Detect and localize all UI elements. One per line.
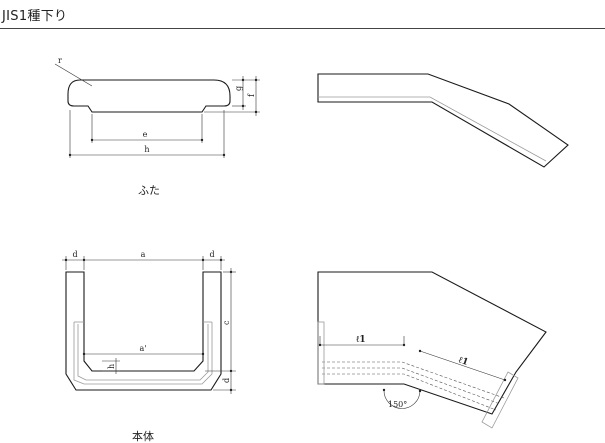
body-h-label: h [107,364,116,369]
body-top-tick-3 [201,258,205,262]
lid-h-tick-right [222,153,226,157]
body-d-side-label: d [222,378,231,383]
lid-section-view: r g f e h ふた [54,56,260,197]
body-plan-joint-left [317,321,325,385]
body-top-tick-4 [219,258,223,262]
header-rule [0,28,605,29]
body-a-prime-tick-left [82,352,86,356]
lid-e-tick-right [200,138,204,142]
body-l1b-tick-right [503,378,507,382]
body-top-tick-1 [64,258,68,262]
body-plan-view: ℓ1 ℓ1 150° [317,271,547,429]
body-section-view: d a d c d a' h 本体 [62,250,236,443]
body-right-tick-3 [229,388,233,392]
body-a-label: a [141,250,146,259]
lid-r-label: r [58,56,62,65]
body-plan-joint-right [481,371,519,429]
body-c-label: c [222,320,231,325]
body-a-prime-label: a' [140,344,147,353]
lid-e-label: e [143,130,148,139]
body-l1b-dimline [419,350,506,381]
lid-h-tick-left [68,153,72,157]
body-top-tick-2 [82,258,86,262]
body-a-prime-tick-right [201,352,205,356]
body-l1b-tick-left [418,349,422,353]
lid-f-tick-bottom [254,110,258,114]
lid-g-tick-top [241,78,245,82]
lid-plan-outline [317,73,569,168]
body-angle-tick-right [418,389,422,393]
lid-g-label: g [234,86,243,91]
lid-g-tick-bottom [241,104,245,108]
body-rebar-inner [77,324,209,381]
body-right-tick-1 [229,270,233,274]
body-l1-tick-left [318,343,322,347]
body-angle-tick-left [382,388,386,392]
body-section-outline [65,271,222,391]
lid-r-leader [54,63,93,87]
body-angle-label: 150° [388,400,407,409]
body-l1-tick-right [402,343,406,347]
body-rebar-outer [73,322,213,385]
lid-caption: ふた [138,184,160,197]
lid-h-label: h [144,145,149,154]
body-angle-arc [383,389,421,409]
body-right-tick-2 [229,369,233,373]
body-plan-inner-line-3 [322,373,497,411]
lid-plan-hidden-line [318,96,547,162]
body-l1b-label: ℓ1 [457,355,469,368]
body-plan-outline [317,271,547,415]
page-title: JIS1種下り [2,9,68,24]
lid-e-tick-left [90,138,94,142]
body-l1-label: ℓ1 [356,335,366,345]
lid-section-outline [67,79,231,113]
body-plan-inner-line-2 [322,367,501,405]
body-d-right-label: d [209,250,214,259]
lid-plan-view [317,73,569,168]
lid-f-tick-top [254,78,258,82]
body-caption: 本体 [132,429,154,443]
body-d-left-label: d [72,250,77,259]
body-plan-inner-line-1 [322,361,505,399]
lid-f-label: f [247,93,256,97]
page-header: JIS1種下り [0,0,605,31]
